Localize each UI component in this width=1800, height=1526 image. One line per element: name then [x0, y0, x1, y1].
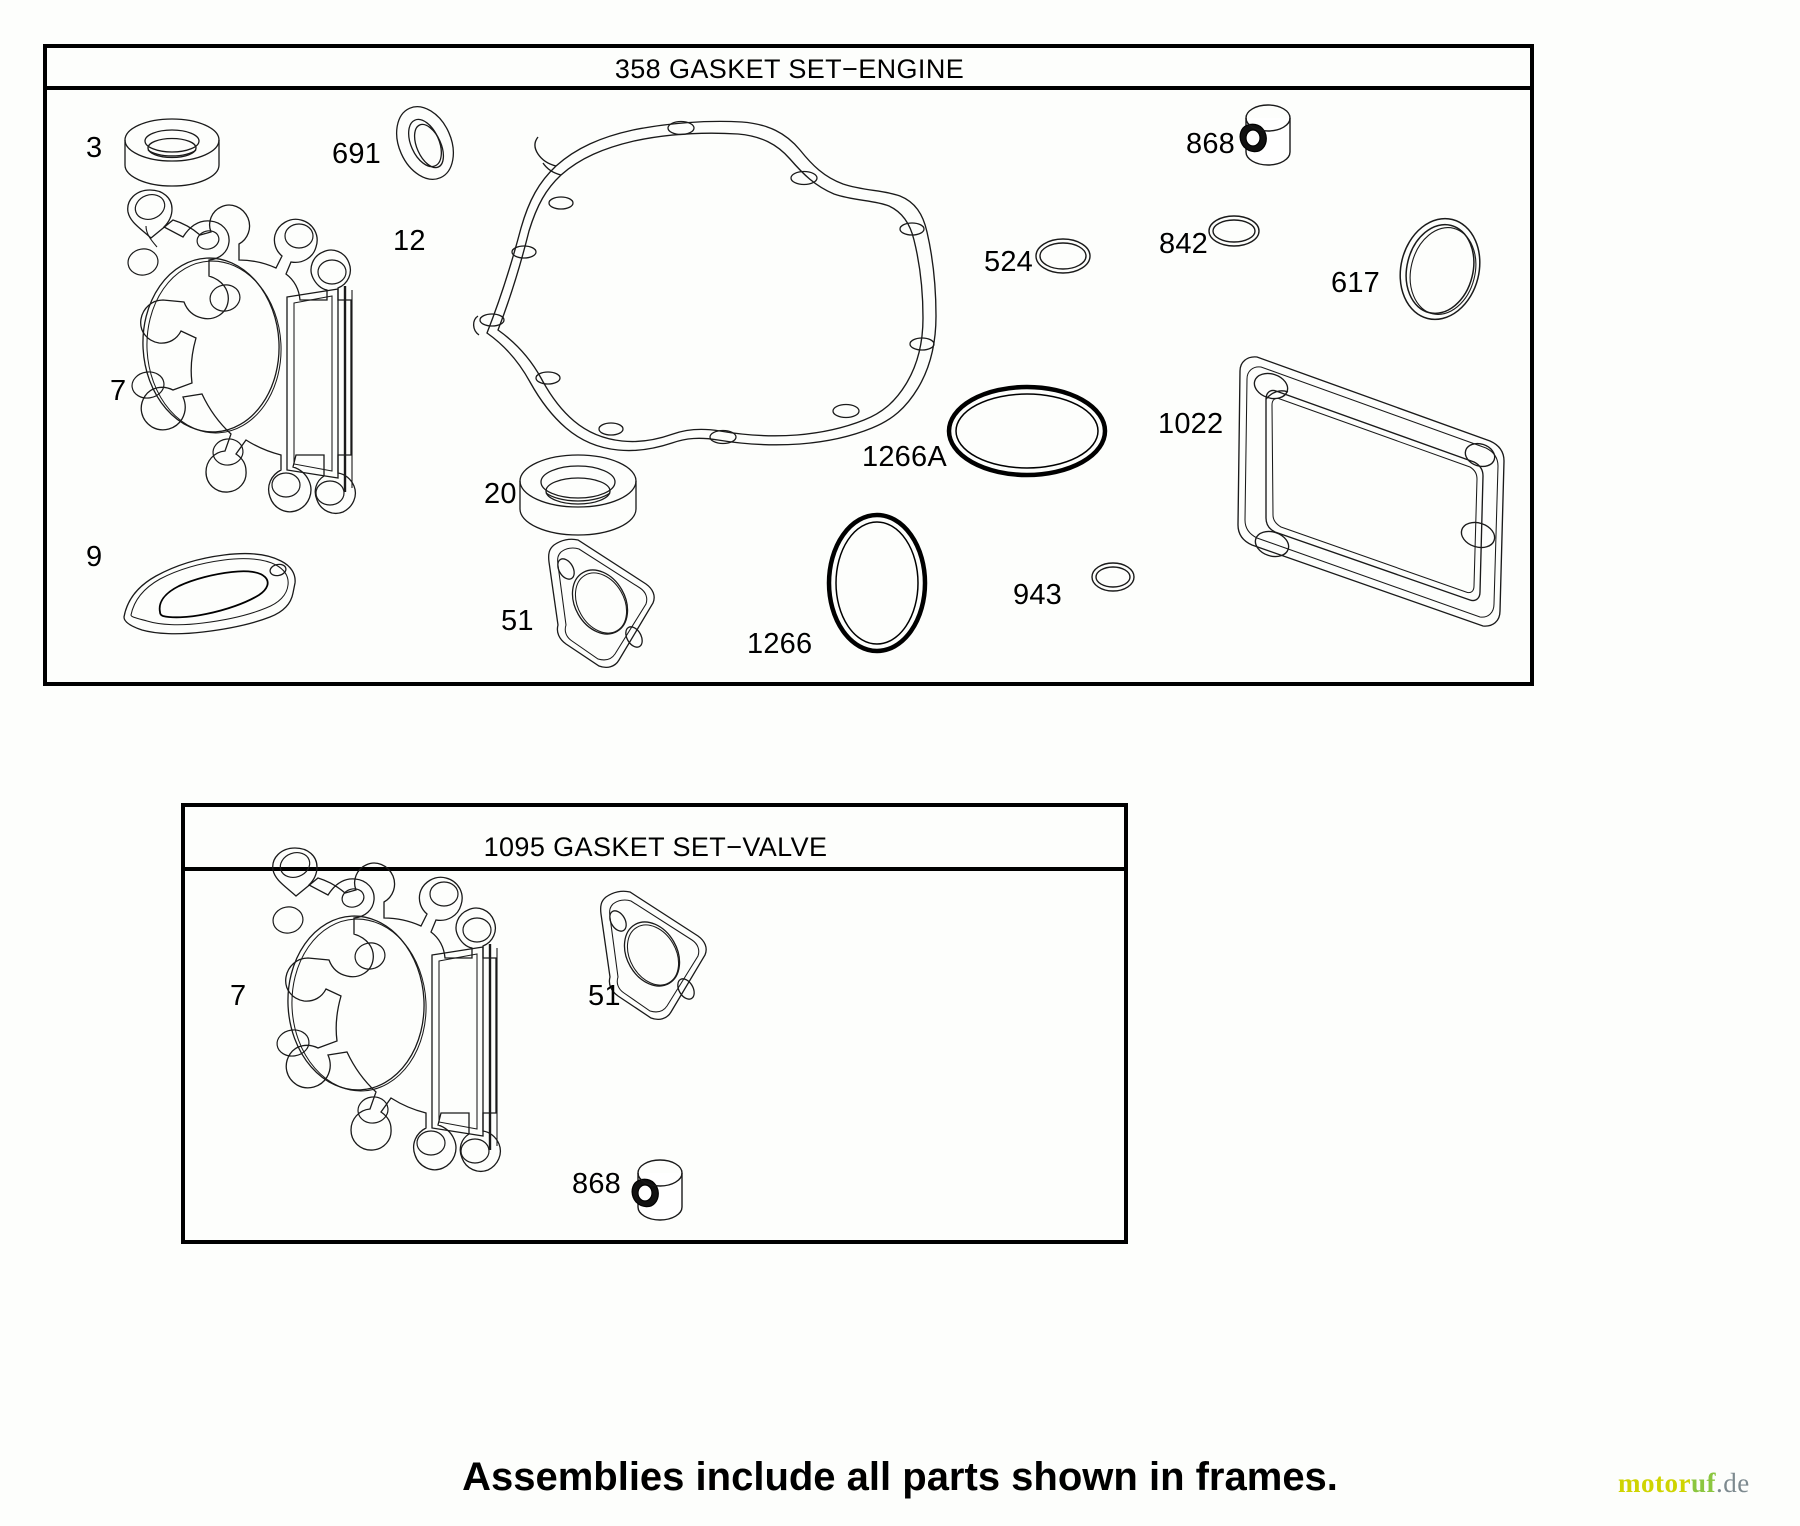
ref-label-524: 524	[984, 246, 1033, 278]
part-51-valveset-artwork	[600, 890, 707, 1020]
part-868-valveset-artwork	[631, 1159, 683, 1221]
engine-frame-border	[43, 44, 1534, 686]
part-868-artwork	[1239, 104, 1291, 166]
valve-frame-border	[181, 803, 1128, 1244]
part-12-artwork	[472, 120, 937, 452]
ref-label-691: 691	[332, 138, 381, 170]
ref-label-868: 868	[1186, 128, 1235, 160]
part-691-artwork	[396, 106, 454, 180]
part-3-artwork	[124, 118, 220, 187]
watermark-motor-text: motor	[1618, 1468, 1691, 1498]
part-20-artwork	[519, 454, 637, 536]
part-943-artwork	[1091, 562, 1135, 592]
part-524-artwork	[1035, 238, 1091, 274]
valve-frame-title: 1095 GASKET SET−VALVE	[483, 832, 828, 862]
ref-label-943: 943	[1013, 579, 1062, 611]
ref-label-7-valveset: 7	[230, 980, 247, 1012]
ref-label-7: 7	[110, 375, 127, 407]
part-1022-artwork	[1237, 356, 1505, 627]
part-51-artwork	[548, 538, 655, 668]
ref-label-842: 842	[1159, 228, 1208, 260]
ref-label-20: 20	[484, 478, 517, 510]
ref-label-1266: 1266	[747, 628, 813, 660]
part-7-artwork	[127, 189, 357, 515]
part-617-artwork	[1399, 217, 1481, 321]
watermark-domain-text: .de	[1715, 1468, 1750, 1498]
ref-label-51: 51	[501, 605, 534, 637]
watermark-uf-text: uf	[1690, 1468, 1716, 1498]
ref-label-868-valveset: 868	[572, 1168, 621, 1200]
part-1266A-artwork	[946, 384, 1108, 478]
part-7-valveset-artwork	[272, 847, 502, 1173]
watermark-motoruf: motoruf.de	[1618, 1468, 1750, 1499]
ref-label-51-valveset: 51	[588, 980, 621, 1012]
ref-label-617: 617	[1331, 267, 1380, 299]
ref-label-9: 9	[86, 541, 103, 573]
ref-label-3: 3	[86, 132, 103, 164]
ref-label-12: 12	[393, 225, 426, 257]
part-842-artwork	[1208, 215, 1260, 247]
page-caption: Assemblies include all parts shown in fr…	[462, 1455, 1338, 1499]
ref-label-1022: 1022	[1158, 408, 1224, 440]
ref-label-1266A: 1266A	[862, 441, 947, 473]
part-9-artwork	[123, 553, 296, 635]
part-1266-artwork	[826, 512, 928, 654]
engine-frame-title: 358 GASKET SET−ENGINE	[614, 54, 965, 84]
